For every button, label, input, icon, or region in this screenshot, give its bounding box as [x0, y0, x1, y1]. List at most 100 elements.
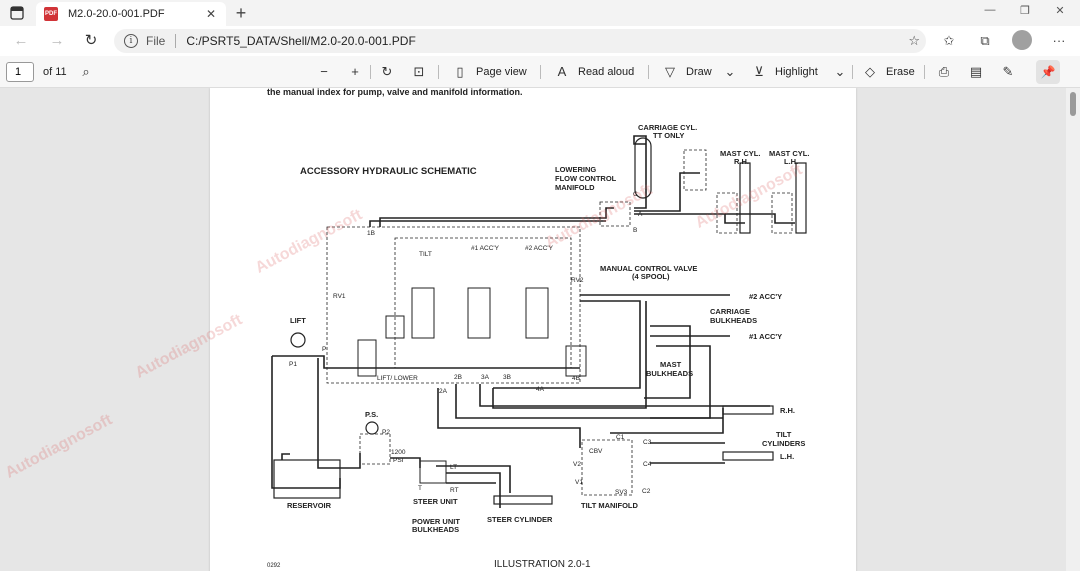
label-mast-cyl-rh: MAST CYL. [720, 149, 760, 158]
label-power-unit: POWER UNIT [412, 517, 460, 526]
label-tt-only: TT ONLY [653, 131, 684, 140]
label-port-4b: 4B [572, 375, 580, 382]
highlight-button[interactable]: Highlight [775, 66, 818, 78]
schematic-title: ACCESSORY HYDRAULIC SCHEMATIC [300, 166, 477, 177]
divider [540, 65, 541, 79]
chevron-down-icon[interactable]: ⌄ [724, 64, 736, 79]
highlight-icon[interactable]: ⊻ [754, 64, 764, 79]
label-steer-cylinder: STEER CYLINDER [487, 515, 553, 524]
new-tab-icon[interactable]: + [235, 3, 247, 23]
label-c2: C2 [642, 488, 651, 495]
zoom-in-icon[interactable]: + [351, 64, 359, 79]
label-tilt-lh: L.H. [780, 452, 794, 461]
page-view-button[interactable]: Page view [476, 66, 527, 78]
label-t: T [418, 485, 422, 492]
label-c4: C4 [643, 461, 652, 468]
read-aloud-button[interactable]: Read aloud [578, 66, 635, 78]
label-acc2-out: #2 ACC'Y [749, 292, 782, 301]
refresh-icon[interactable]: ↻ [84, 32, 98, 49]
label-v1: V1 [575, 479, 583, 486]
page-count: of 11 [43, 66, 67, 78]
fit-page-icon[interactable]: ⊡ [413, 64, 425, 79]
window-menu-icon[interactable] [10, 6, 24, 20]
restore-icon[interactable]: ❐ [1020, 5, 1030, 17]
divider [924, 65, 925, 79]
label-acc1: #1 ACC'Y [471, 245, 500, 252]
info-icon[interactable]: i [124, 34, 138, 48]
rotate-icon[interactable]: ↻ [381, 64, 393, 79]
figure-caption: ILLUSTRATION 2.0-1 [494, 559, 591, 570]
chevron-down-icon[interactable]: ⌄ [834, 64, 846, 79]
label-c3: C3 [643, 439, 652, 446]
minimize-icon[interactable]: — [984, 4, 996, 16]
pin-icon[interactable]: 📌 [1036, 60, 1060, 84]
divider [175, 34, 177, 48]
tab-bar: PDF M2.0-20.0-001.PDF ✕ + — ❐ ✕ [0, 0, 1080, 26]
label-port-2a: 2A [439, 388, 448, 395]
label-tilt-manifold: TILT MANIFOLD [581, 501, 639, 510]
collections-icon[interactable]: ⧉ [980, 33, 990, 48]
divider [370, 65, 371, 79]
eraser-icon[interactable]: ◇ [865, 64, 875, 79]
label-steer-unit: STEER UNIT [413, 497, 458, 506]
label-port-c: C [633, 191, 638, 198]
label-psi-2: PSI [393, 457, 404, 464]
schematic-figure: the manual index for pump, valve and man… [267, 88, 809, 570]
scrollbar-thumb[interactable] [1070, 92, 1076, 116]
divider [852, 65, 853, 79]
forward-icon[interactable]: → [49, 32, 65, 49]
pdf-icon: PDF [44, 7, 58, 21]
label-carriage-bulkheads: CARRIAGE [710, 307, 750, 316]
intro-text: the manual index for pump, valve and man… [267, 88, 523, 97]
label-acc2: #2 ACC'Y [525, 245, 554, 252]
watermark: Autodiagnosoft [2, 411, 116, 482]
label-lowering: LOWERING [555, 165, 596, 174]
save-as-icon[interactable]: ✎ [1002, 64, 1014, 79]
label-port-2b: 2B [454, 374, 462, 381]
label-port-3a: 3A [481, 374, 490, 381]
label-mast-bulkheads-2: BULKHEADS [646, 369, 693, 378]
draw-button[interactable]: Draw [686, 66, 712, 78]
page-number-input[interactable]: 1 [6, 62, 34, 82]
page-view-icon[interactable]: ▯ [456, 64, 464, 79]
divider [438, 65, 439, 79]
favorites-icon[interactable]: ✩ [943, 33, 955, 48]
save-icon[interactable]: ▤ [969, 64, 983, 79]
label-tilt-rh: R.H. [780, 406, 795, 415]
close-window-icon[interactable]: ✕ [1055, 5, 1065, 17]
back-icon[interactable]: ← [13, 32, 29, 49]
label-port-1b: 1B [367, 230, 375, 237]
label-carriage-cyl: CARRIAGE CYL. [638, 123, 697, 132]
label-rv1: RV1 [333, 293, 346, 300]
erase-button[interactable]: Erase [886, 66, 915, 78]
label-port-3b: 3B [503, 374, 511, 381]
more-icon[interactable]: ··· [1052, 33, 1066, 48]
url-field[interactable]: i File C:/PSRT5_DATA/Shell/M2.0-20.0-001… [114, 29, 926, 53]
scrollbar[interactable] [1066, 88, 1080, 571]
read-aloud-icon[interactable]: A [557, 64, 567, 79]
hydraulic-lines [271, 135, 807, 508]
tab-title: M2.0-20.0-001.PDF [68, 8, 165, 20]
favorite-add-icon[interactable]: ☆ [908, 33, 920, 48]
draw-icon[interactable]: ▽ [665, 64, 675, 79]
tab-pdf[interactable]: PDF M2.0-20.0-001.PDF ✕ [36, 2, 226, 26]
label-c1: C1 [616, 434, 625, 441]
label-p: P [322, 346, 326, 353]
zoom-out-icon[interactable]: − [320, 64, 328, 79]
address-bar: ← → ↻ i File C:/PSRT5_DATA/Shell/M2.0-20… [0, 26, 1080, 56]
label-p2: P2 [382, 429, 390, 436]
label-tilt-cyl-2: CYLINDERS [762, 439, 805, 448]
label-tilt-cyl: TILT [776, 430, 792, 439]
label-cbv: CBV [589, 448, 603, 455]
avatar[interactable] [1012, 30, 1032, 50]
label-psi: 1200 [391, 449, 406, 456]
close-tab-icon[interactable]: ✕ [205, 7, 217, 21]
pdf-toolbar: 1 of 11 ⌕ − + ↻ ⊡ ▯ Page view A Read alo… [0, 56, 1080, 88]
label-lift: LIFT [290, 316, 306, 325]
print-icon[interactable]: ⎙ [938, 64, 950, 79]
figure-code: 0292 [267, 563, 281, 569]
url-text: C:/PSRT5_DATA/Shell/M2.0-20.0-001.PDF [186, 34, 416, 48]
search-icon[interactable]: ⌕ [82, 64, 90, 79]
pdf-viewer[interactable]: the manual index for pump, valve and man… [0, 88, 1080, 571]
label-carriage-bulkheads-2: BULKHEADS [710, 316, 757, 325]
